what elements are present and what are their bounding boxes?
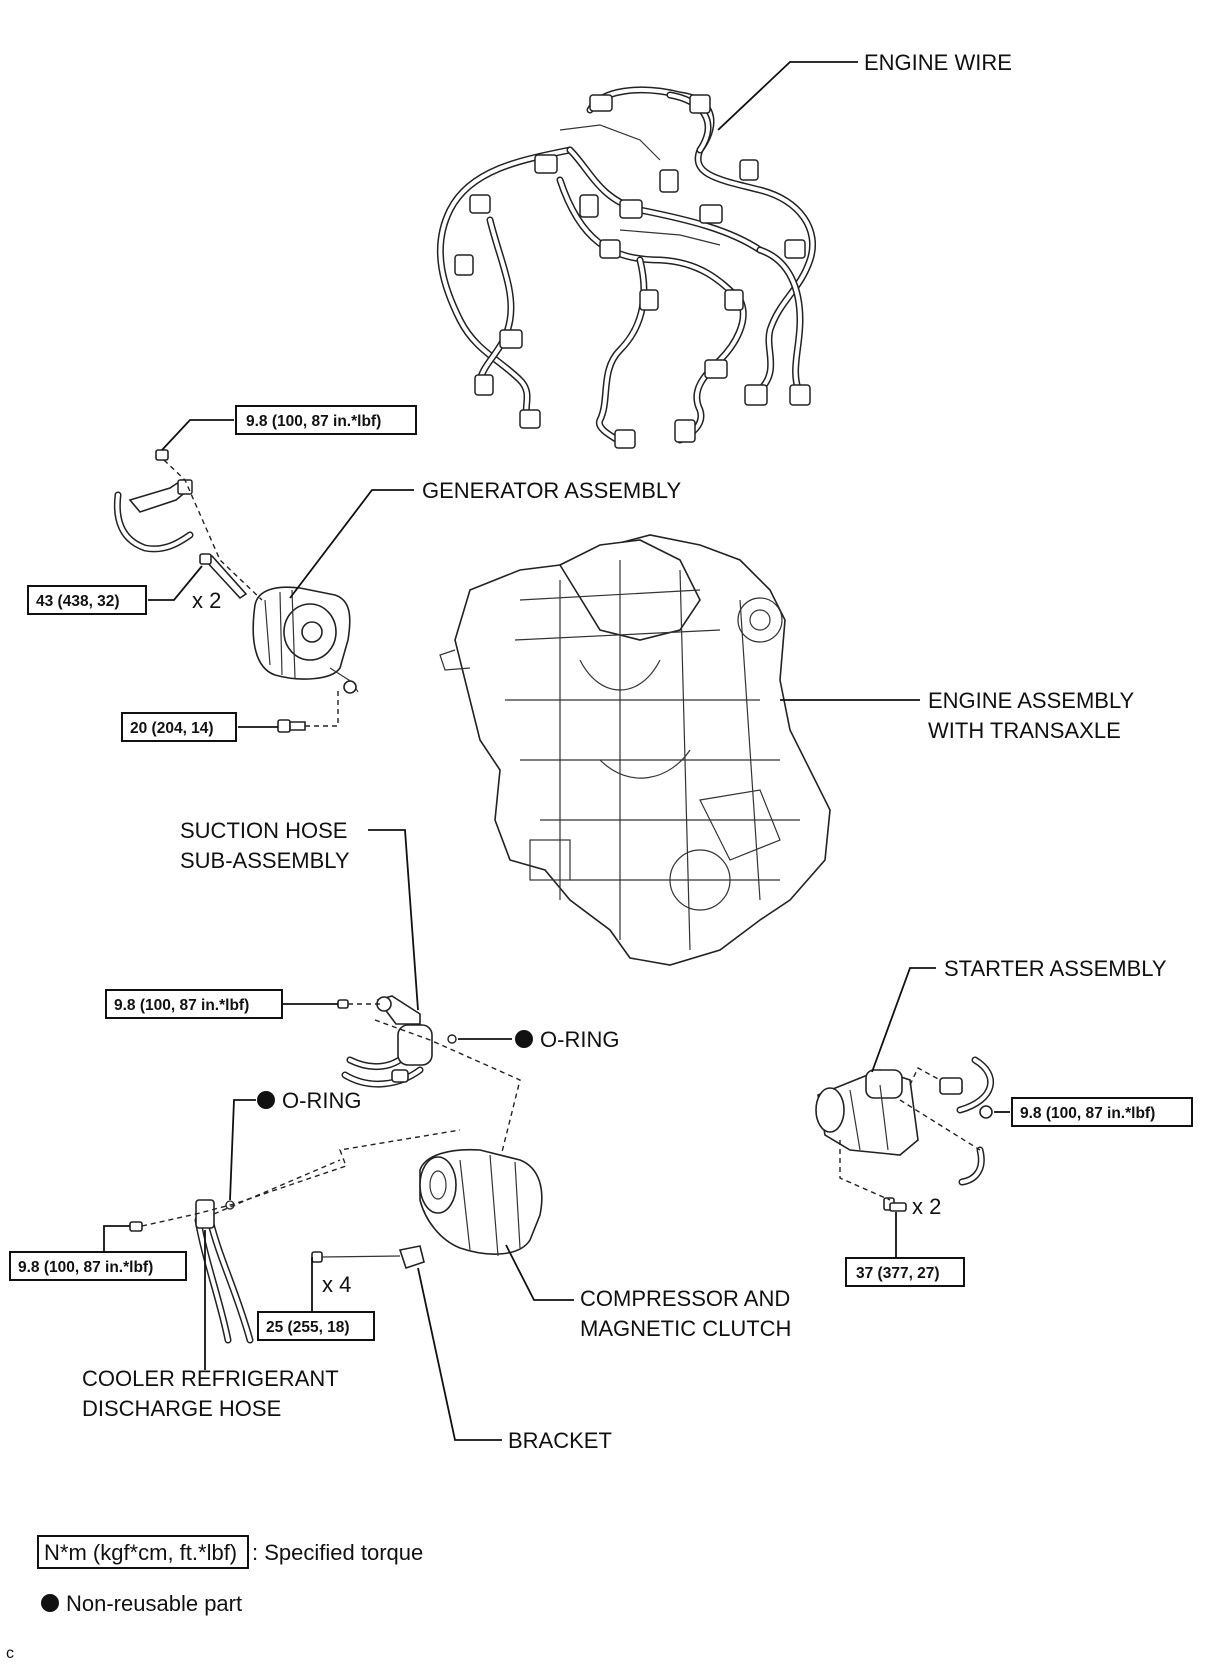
gen-bottom-torque-text: 20 (204, 14) [130,720,214,737]
gen-bolt-torque-box [27,585,147,615]
engine-assembly-illustration [439,534,831,966]
engine-wire-illustration [436,86,817,449]
gen-bottom-torque-box [121,712,237,742]
discharge-torque-box [9,1251,187,1281]
nonreusable-dot-icon [257,1091,275,1109]
compressor-torque-box [257,1311,375,1341]
starter-label: STARTER ASSEMBLY [944,956,1167,981]
discharge-torque-text: 9.8 (100, 87 in.*lbf) [18,1259,153,1276]
generator-leader [289,489,414,599]
discharge-oring-label: O-RING [282,1088,361,1113]
gen-top-torque-text: 9.8 (100, 87 in.*lbf) [246,413,381,430]
suction-hose-label-line1: SUCTION HOSE [180,818,347,843]
engine-wire-label: ENGINE WIRE [864,50,1012,75]
compressor-label-line1: COMPRESSOR AND [580,1286,790,1311]
compressor-torque-leader [311,1257,318,1313]
legend-torque-box-text: N*m (kgf*cm, ft.*lbf) [44,1540,237,1565]
nonreusable-dot-icon [41,1594,59,1612]
compressor-bolt-quantity: x 4 [322,1272,351,1297]
legend-torque-text: : Specified torque [252,1540,423,1565]
legend-torque-box [37,1535,249,1569]
suction-oring-label: O-RING [540,1027,619,1052]
engine-assembly-label-line2: WITH TRANSAXLE [928,718,1121,743]
generator-label: GENERATOR ASSEMBLY [422,478,682,503]
generator-illustration [113,449,359,733]
suction-hose-label-line2: SUB-ASSEMBLY [180,848,350,873]
starter-leader [871,967,936,1073]
engine-assembly-label-line1: ENGINE ASSEMBLY [928,688,1135,713]
discharge-hose-label-line2: DISCHARGE HOSE [82,1396,281,1421]
starter-bolt-quantity: x 2 [912,1194,941,1219]
legend-nonreusable-text: Non-reusable part [66,1591,242,1616]
corner-mark: c [6,1645,14,1662]
suction-hose-leader [368,829,419,1011]
gen-bolt-torque-text: 43 (438, 32) [36,593,120,610]
compressor-label-line2: MAGNETIC CLUTCH [580,1316,791,1341]
suction-oring-part [447,1034,457,1044]
starter-bolt-torque-box [845,1257,965,1287]
gen-bolt-quantity: x 2 [192,588,221,613]
starter-bolt-torque-text: 37 (377, 27) [856,1265,940,1282]
starter-nut-torque-box [1011,1097,1193,1127]
legend: N*m (kgf*cm, ft.*lbf) : Specified torque… [37,1535,423,1616]
starter-illustration [815,1056,995,1212]
starter-nut-torque-text: 9.8 (100, 87 in.*lbf) [1020,1105,1155,1122]
gen-top-torque-leader [161,419,234,451]
engine-wire-leader [717,61,858,131]
compressor-torque-text: 25 (255, 18) [266,1319,350,1336]
suction-hose-illustration [337,995,433,1088]
gen-bolt-torque-leader [148,565,203,601]
suction-torque-box [105,989,283,1019]
compressor-leader [505,1244,574,1301]
suction-torque-text: 9.8 (100, 87 in.*lbf) [114,997,249,1014]
nonreusable-dot-icon [515,1030,533,1048]
discharge-hose-label-line1: COOLER REFRIGERANT [82,1366,339,1391]
bracket-leader [417,1267,502,1441]
gen-top-torque-box [235,405,417,435]
discharge-oring-leader [229,1099,256,1201]
compressor-illustration [311,1148,543,1270]
bracket-label: BRACKET [508,1428,612,1453]
